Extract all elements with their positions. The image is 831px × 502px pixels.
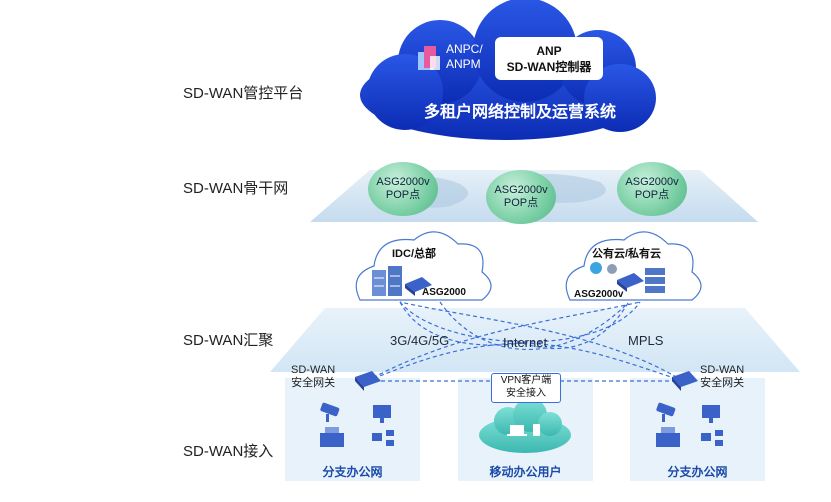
left-camera-icon xyxy=(320,402,340,422)
connection-lines xyxy=(366,301,684,382)
idc-title: IDC/总部 xyxy=(392,248,436,260)
public-private-cloud xyxy=(565,231,702,301)
pop-label-line1: ASG2000v xyxy=(494,184,548,196)
pop-node: ASG2000v POP点 xyxy=(617,162,687,216)
left-printer-icon xyxy=(320,427,344,447)
server-rack-icon xyxy=(372,266,402,296)
platform-system-title: 多租户网络控制及运营系统 xyxy=(423,104,616,121)
right-office-box xyxy=(630,378,765,481)
right-monitor-icon xyxy=(702,405,720,423)
right-camera-icon xyxy=(656,402,676,422)
anpc-label-line2: ANPM xyxy=(446,57,481,71)
cloud-site-device-label: ASG2000v xyxy=(574,289,624,300)
phone-icon xyxy=(533,424,540,436)
anpc-label-line1: ANPC/ xyxy=(446,42,483,56)
pop-node: ASG2000v POP点 xyxy=(486,170,556,224)
vpn-label-line2: 安全接入 xyxy=(506,388,546,399)
pop-label-line1: ASG2000v xyxy=(625,176,679,188)
cloud-server-icon xyxy=(645,268,665,293)
transport-internet: Internet xyxy=(503,335,548,350)
vpn-label-line1: VPN客户端 xyxy=(500,375,552,386)
right-gateway-label: SD-WAN 安全网关 xyxy=(700,364,744,390)
pop-label-line2: POP点 xyxy=(503,197,539,209)
pop-node: ASG2000v POP点 xyxy=(368,162,438,216)
idc-appliance-icon xyxy=(405,277,432,296)
controller-label-line2: SD-WAN控制器 xyxy=(506,59,592,74)
mobile-office-title: 移动办公用户 xyxy=(489,465,562,479)
left-gateway-label-line2: 安全网关 xyxy=(291,377,336,389)
right-gateway-icon xyxy=(672,371,698,391)
laptop-icon xyxy=(507,425,527,436)
vpn-label-box: VPN客户端 安全接入 xyxy=(491,373,561,403)
anpc-icon xyxy=(418,46,440,70)
right-office-title: 分支办公网 xyxy=(667,465,728,479)
right-printer-icon xyxy=(656,427,680,447)
aggregation-plane xyxy=(270,308,800,372)
layer-label-management: SD-WAN管控平台 xyxy=(183,85,304,102)
left-gateway-icon xyxy=(355,371,381,391)
left-monitor-icon xyxy=(373,405,391,423)
left-office-title: 分支办公网 xyxy=(322,465,383,479)
left-office-box xyxy=(285,378,420,481)
cloud-appliance-icon xyxy=(617,273,644,292)
pop-label-line2: POP点 xyxy=(634,189,670,201)
controller-label-line1: ANP xyxy=(536,43,562,58)
transport-mpls: MPLS xyxy=(628,333,664,348)
anpc-label: ANPC/ ANPM xyxy=(446,42,483,72)
transport-cellular: 3G/4G/5G xyxy=(390,333,450,348)
left-network-icon xyxy=(372,430,394,446)
left-gateway-label: SD-WAN 安全网关 xyxy=(291,364,335,390)
pop-label-line1: ASG2000v xyxy=(376,176,430,188)
right-gateway-label-line1: SD-WAN xyxy=(700,364,745,376)
cloud-site-title: 公有云/私有云 xyxy=(592,248,662,260)
left-gateway-label-line1: SD-WAN xyxy=(291,364,336,376)
right-network-icon xyxy=(701,430,723,446)
cloud-service-icon xyxy=(590,262,617,274)
idc-device-label: ASG2000 xyxy=(422,287,466,298)
layer-label-backbone: SD-WAN骨干网 xyxy=(183,180,289,197)
layer-label-access: SD-WAN接入 xyxy=(183,443,274,460)
pop-label-line2: POP点 xyxy=(385,189,421,201)
right-gateway-label-line2: 安全网关 xyxy=(700,377,745,389)
controller-box: ANP SD-WAN控制器 xyxy=(495,37,603,80)
layer-label-aggregation: SD-WAN汇聚 xyxy=(183,332,274,349)
